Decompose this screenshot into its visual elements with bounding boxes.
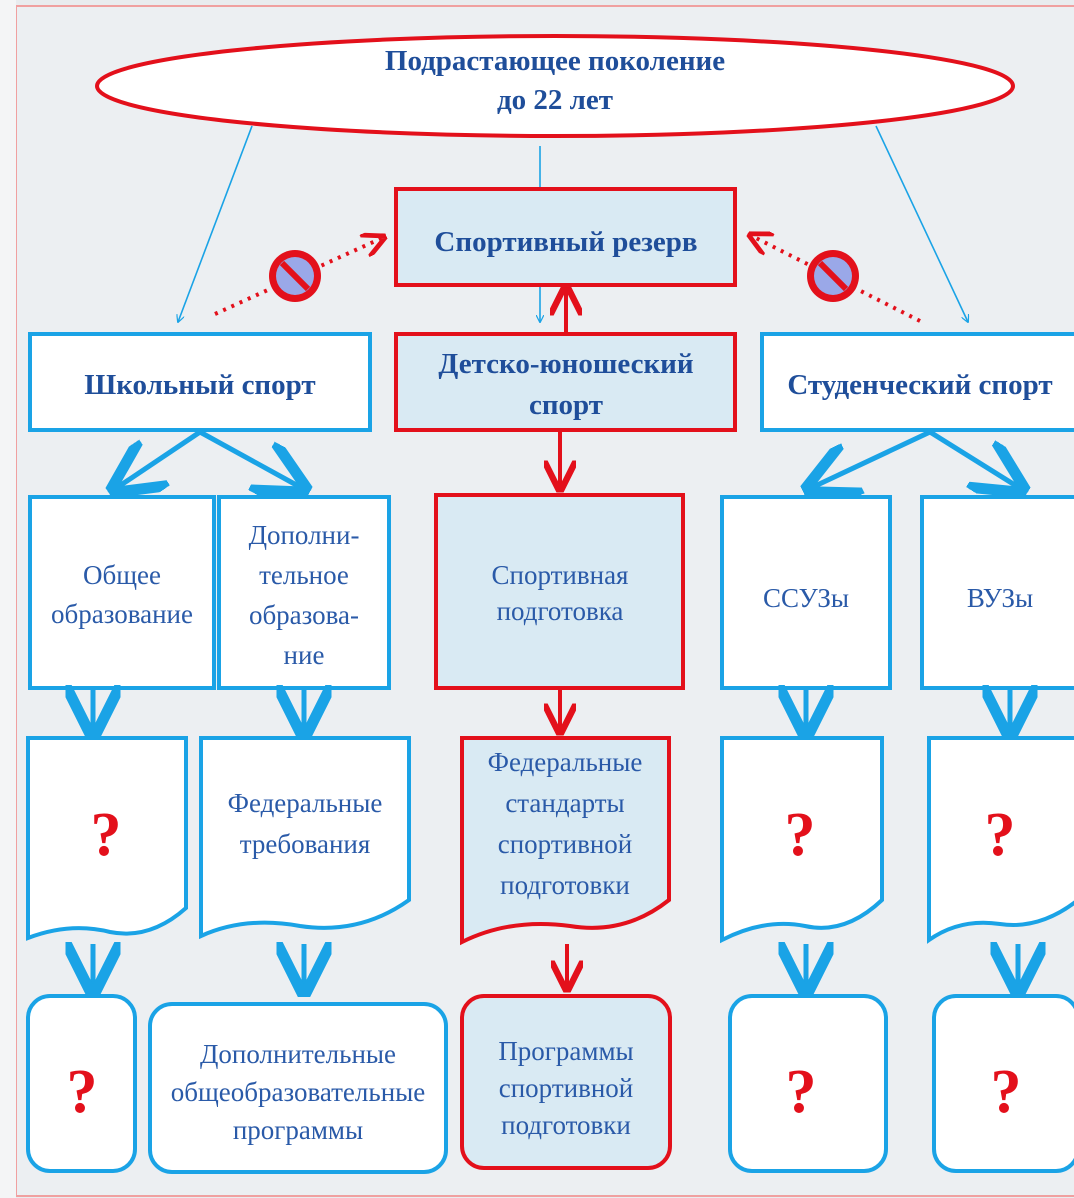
svg-text:Дополнительные: Дополнительные — [200, 1039, 396, 1069]
sport-training-box: Спортивная подготовка — [434, 493, 685, 690]
sport-reserve-box: Спортивный резерв — [394, 187, 737, 287]
connector-to-school — [178, 125, 253, 322]
vuz-norms-doc: ? — [927, 736, 1074, 944]
top-node: Подрастающее поколение до 22 лет — [95, 34, 1015, 138]
svg-text:спорт: спорт — [529, 389, 603, 421]
vuz-programs-box: ? — [932, 994, 1074, 1173]
no-entry-icon — [269, 250, 321, 302]
svg-text:подготовка: подготовка — [497, 596, 624, 626]
connector-to-student — [875, 125, 968, 322]
vuz-box: ВУЗы — [920, 495, 1074, 690]
svg-text:Дополни-: Дополни- — [249, 520, 360, 550]
svg-text:ВУЗы: ВУЗы — [967, 583, 1033, 613]
general-programs-box: ? — [26, 994, 137, 1173]
svg-text:стандарты: стандарты — [505, 788, 624, 818]
student-sport-box: Студенческий спорт — [760, 332, 1074, 432]
svg-text:?: ? — [91, 801, 122, 869]
no-entry-icon — [807, 250, 859, 302]
general-education-box: Общее образование — [28, 495, 216, 690]
svg-text:Школьный спорт: Школьный спорт — [84, 369, 315, 401]
svg-text:образование: образование — [51, 599, 193, 629]
svg-text:тельное: тельное — [259, 560, 349, 590]
ssuz-programs-box: ? — [728, 994, 888, 1173]
svg-text:?: ? — [67, 1058, 98, 1126]
general-norms-doc: ? — [26, 736, 188, 941]
svg-text:подготовки: подготовки — [500, 870, 630, 900]
additional-education-box: Дополни- тельное образова- ние — [217, 495, 391, 690]
school-sport-box: Школьный спорт — [28, 332, 372, 432]
svg-text:Студенческий спорт: Студенческий спорт — [787, 369, 1052, 401]
svg-text:?: ? — [991, 1058, 1022, 1126]
ssuz-box: ССУЗы — [720, 495, 892, 690]
svg-text:Программы: Программы — [498, 1036, 633, 1066]
svg-text:Общее: Общее — [83, 560, 161, 590]
arrow-school-to-additional — [198, 429, 300, 487]
federal-standards-doc: Федеральные стандарты спортивной подгото… — [460, 736, 671, 946]
svg-text:?: ? — [985, 801, 1016, 869]
svg-text:требования: требования — [240, 829, 371, 859]
federal-requirements-doc: Федеральные требования — [199, 736, 411, 940]
additional-programs-box: Дополнительные общеобразовательные прогр… — [148, 1002, 448, 1174]
youth-sport-box: Детско-юношеский спорт — [394, 332, 737, 432]
svg-text:до 22 лет: до 22 лет — [497, 84, 613, 116]
svg-text:образова-: образова- — [249, 600, 359, 630]
svg-text:Спортивный резерв: Спортивный резерв — [434, 226, 697, 258]
svg-text:программы: программы — [233, 1115, 363, 1145]
svg-text:спортивной: спортивной — [498, 829, 632, 859]
arrow-school-to-general — [118, 429, 202, 487]
arrow-student-to-vuz — [928, 429, 1018, 487]
svg-text:Спортивная: Спортивная — [492, 560, 629, 590]
svg-text:Федеральные: Федеральные — [488, 747, 643, 777]
svg-text:подготовки: подготовки — [501, 1110, 631, 1140]
svg-text:?: ? — [785, 801, 816, 869]
arrow-student-to-ssuz — [813, 429, 932, 487]
svg-text:Подрастающее поколение: Подрастающее поколение — [385, 45, 725, 77]
svg-text:Федеральные: Федеральные — [228, 788, 383, 818]
svg-text:Детско-юношеский: Детско-юношеский — [438, 348, 693, 380]
sport-programs-box: Программы спортивной подготовки — [460, 994, 672, 1170]
svg-text:ССУЗы: ССУЗы — [763, 583, 849, 613]
svg-text:спортивной: спортивной — [499, 1073, 633, 1103]
svg-text:общеобразовательные: общеобразовательные — [171, 1077, 426, 1107]
svg-text:ние: ние — [284, 640, 325, 670]
ssuz-norms-doc: ? — [720, 736, 884, 944]
svg-text:?: ? — [786, 1058, 817, 1126]
